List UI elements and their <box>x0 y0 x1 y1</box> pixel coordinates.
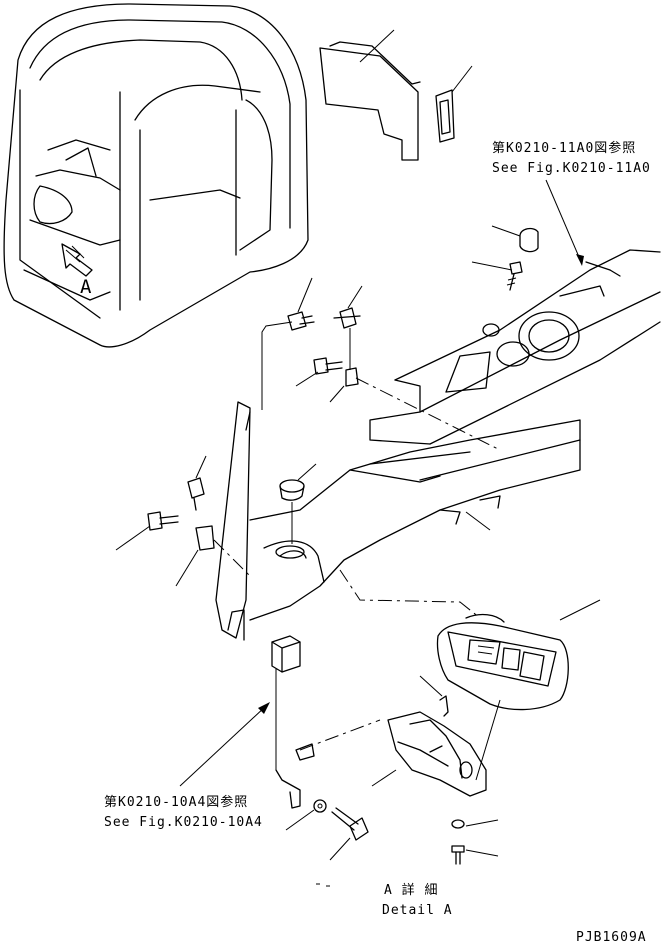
insulation-sheet <box>319 29 421 161</box>
bolt-left-lower <box>115 511 179 551</box>
detail-title-jp: A 詳 細 <box>384 882 438 898</box>
bracket-left <box>175 525 251 587</box>
drawing-number: PJB1609A <box>576 930 647 945</box>
right-console-upper <box>369 249 661 445</box>
reference-lower-en: See Fig.K0210-10A4 <box>104 815 263 830</box>
cap-middle <box>279 463 317 544</box>
bolt-lower <box>329 807 369 861</box>
bolt-middle <box>295 357 343 387</box>
cab-outline <box>3 3 309 348</box>
washer <box>285 799 327 831</box>
left-console-pillar <box>215 401 251 641</box>
reference-lower-jp: 第K0210-10A4図参照 <box>104 794 248 810</box>
detail-a-screw <box>451 845 499 865</box>
connector-block <box>271 635 301 770</box>
cap <box>491 225 539 253</box>
bracket-middle <box>329 367 501 451</box>
detail-title-en: Detail A <box>382 903 453 918</box>
reference-upper-jp: 第K0210-11A0図参照 <box>492 140 636 156</box>
seal-clip <box>435 65 473 143</box>
left-console-body <box>249 419 581 621</box>
clip-fastener-2 <box>333 285 363 370</box>
screw-upper-right <box>471 261 523 291</box>
mount-bracket <box>275 719 381 809</box>
bolt-left-upper <box>187 455 207 511</box>
detail-a-monitor <box>339 569 601 711</box>
detail-a-bracket <box>371 675 501 797</box>
view-marker-a: A <box>80 276 92 298</box>
detail-a-washer <box>451 819 499 829</box>
reference-upper-en: See Fig.K0210-11A0 <box>492 161 651 176</box>
clip-fastener-1 <box>261 277 315 410</box>
